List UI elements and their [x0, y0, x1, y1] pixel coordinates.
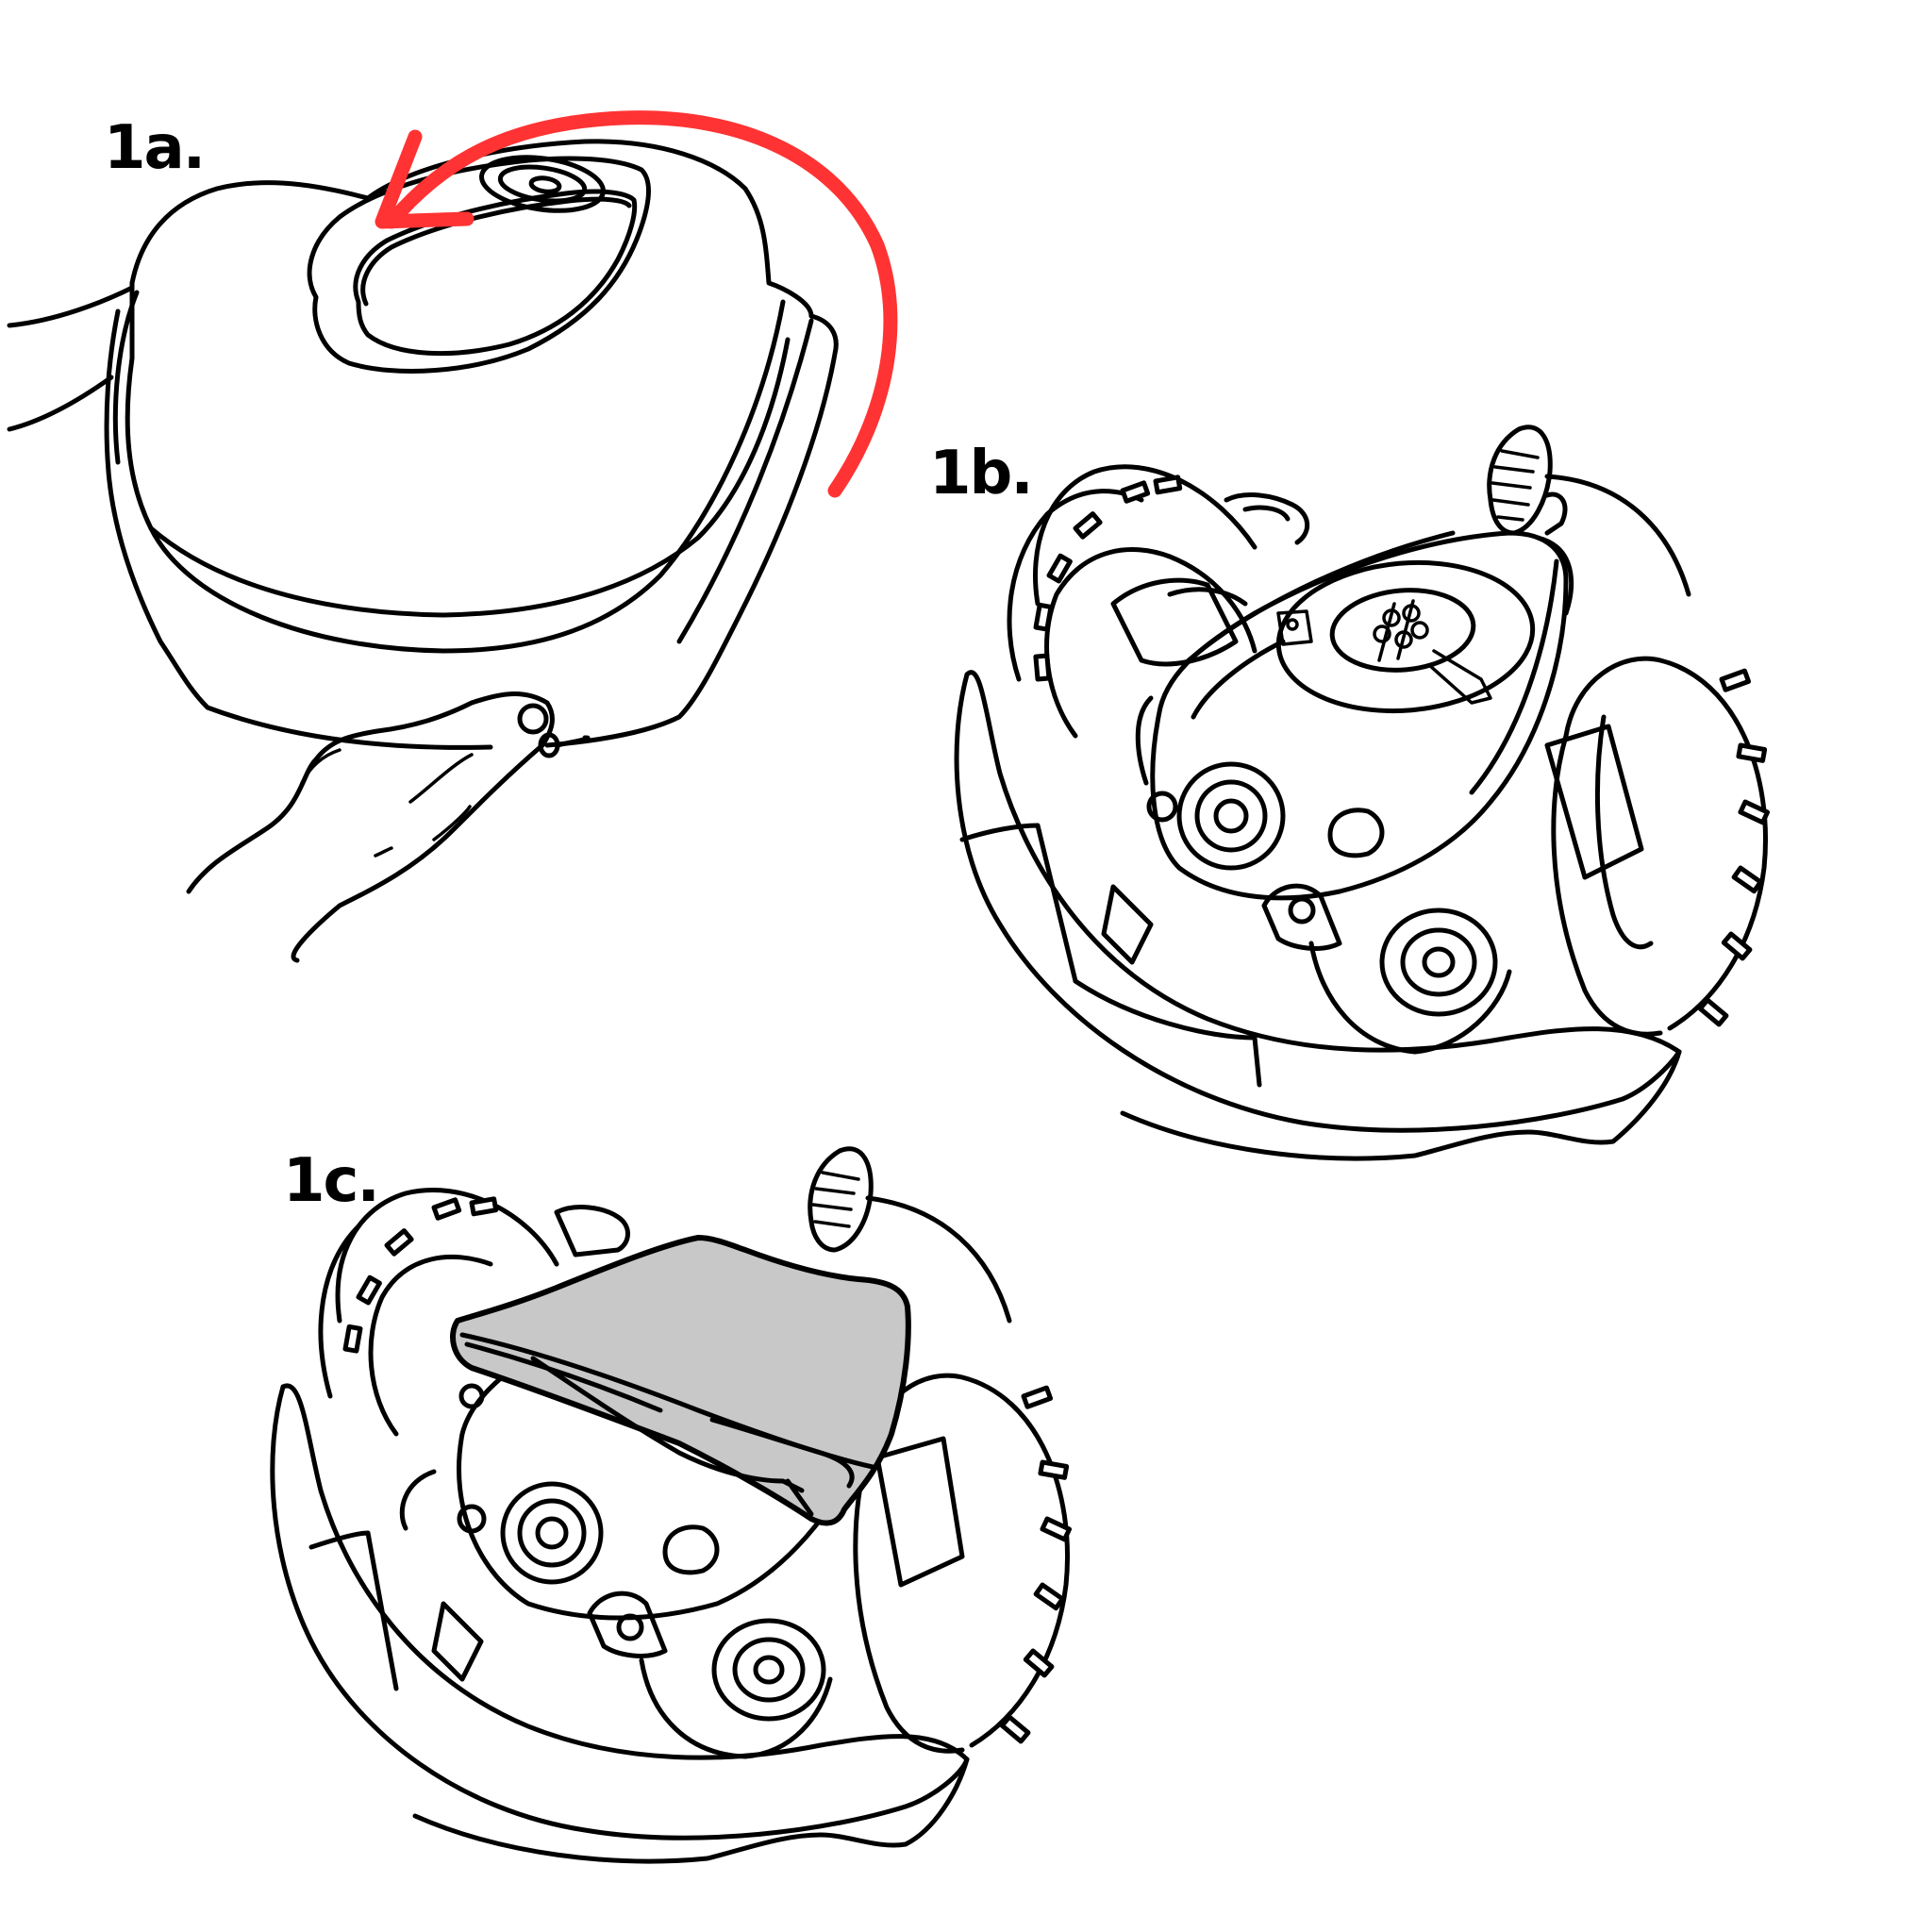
left-hand — [7, 285, 135, 432]
bumper — [270, 1383, 970, 1864]
robot-top-cover — [104, 139, 839, 750]
chassis — [1135, 530, 1574, 901]
caster-wheel — [1487, 425, 1691, 597]
step-1a-illustration — [7, 110, 898, 963]
step-label-1b: 1b. — [929, 439, 1034, 508]
rotate-arrow-icon — [375, 110, 898, 498]
right-wheel — [1544, 656, 1771, 1037]
step-label-1c: 1c. — [283, 1146, 380, 1216]
brush-cover — [554, 1205, 630, 1257]
roller-brush — [431, 1591, 833, 1759]
roller-brush — [1073, 883, 1512, 1088]
caster-wheel — [808, 1146, 1012, 1324]
right-hand — [186, 691, 591, 963]
brush-housing — [1110, 492, 1310, 667]
right-wheel — [853, 1373, 1073, 1754]
left-wheel — [318, 1188, 559, 1437]
cleaning-cloth — [450, 1235, 911, 1526]
bumper — [954, 670, 1682, 1161]
step-1b-illustration — [954, 425, 1771, 1161]
left-wheel — [1007, 464, 1257, 739]
step-1c-illustration — [270, 1146, 1073, 1864]
step-label-1a: 1a. — [104, 113, 206, 183]
